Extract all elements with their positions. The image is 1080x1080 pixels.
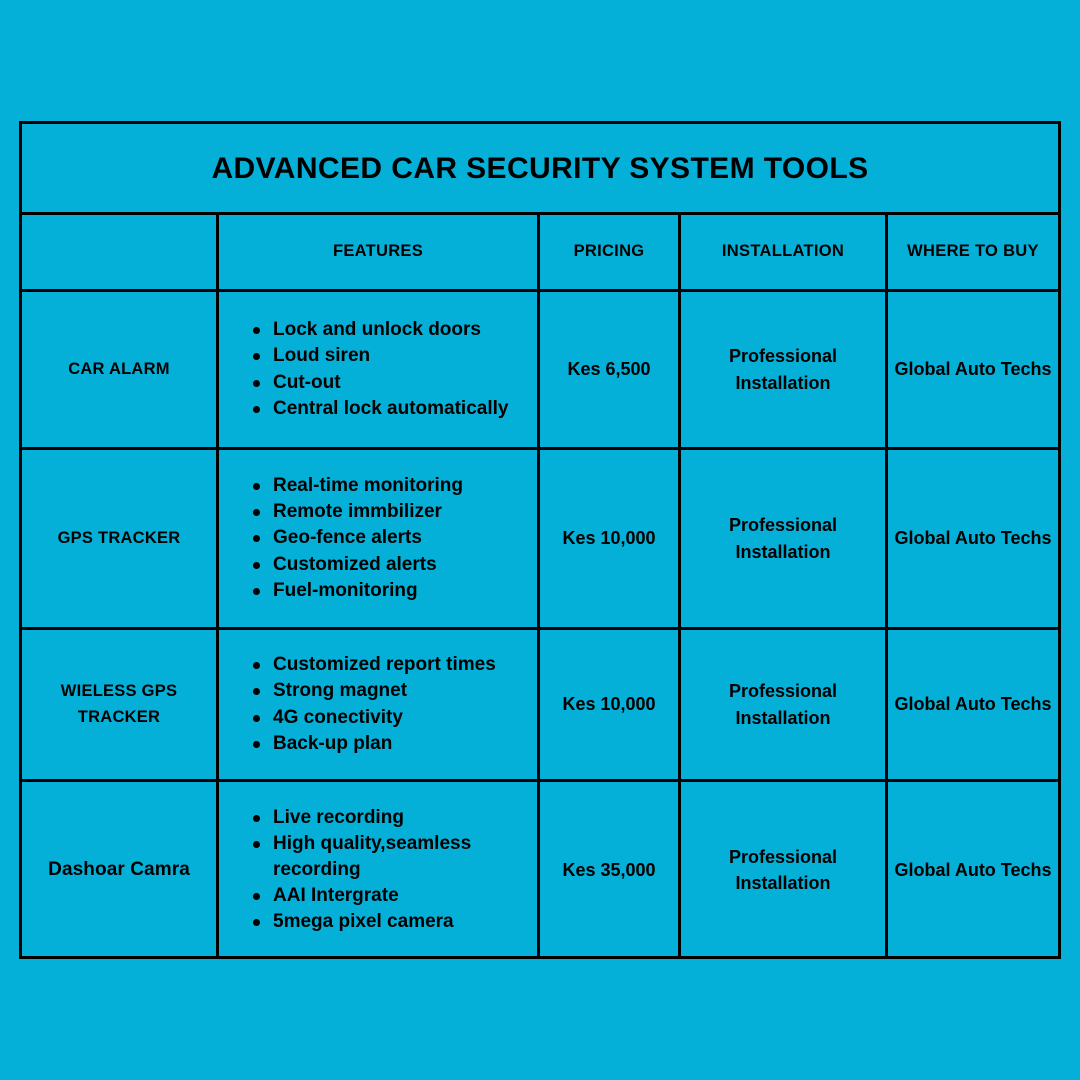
row-product-name: Dashoar Camra xyxy=(48,859,190,881)
row-product-name-cell: CAR ALARM xyxy=(22,292,219,447)
table-row: WIELESS GPS TRACKER Customized report ti… xyxy=(22,630,1058,782)
list-item: Cut-out xyxy=(251,370,523,396)
row-installation: Professional Installation xyxy=(728,681,838,728)
row-features-cell: Lock and unlock doors Loud siren Cut-out… xyxy=(219,292,540,447)
feature-list: Real-time monitoring Remote immbilizer G… xyxy=(219,473,531,603)
row-features-cell: Real-time monitoring Remote immbilizer G… xyxy=(219,450,540,627)
row-where-to-buy-cell: Global Auto Techs xyxy=(888,292,1058,447)
row-pricing-cell: Kes 10,000 xyxy=(540,450,681,627)
row-where-to-buy-cell: Global Auto Techs xyxy=(888,450,1058,627)
list-item: High quality,seamless recording xyxy=(251,831,523,883)
column-header-features: FEATURES xyxy=(219,215,540,289)
table-row: CAR ALARM Lock and unlock doors Loud sir… xyxy=(22,292,1058,450)
row-pricing: Kes 35,000 xyxy=(562,859,656,880)
column-header-pricing: PRICING xyxy=(540,215,681,289)
list-item: Lock and unlock doors xyxy=(251,317,523,343)
table-row: Dashoar Camra Live recording High qualit… xyxy=(22,782,1058,958)
list-item: AAI Intergrate xyxy=(251,883,523,909)
row-where-to-buy: Global Auto Techs xyxy=(894,859,1052,880)
list-item: Real-time monitoring xyxy=(251,473,523,499)
row-product-name-cell: Dashoar Camra xyxy=(22,782,219,958)
feature-list: Lock and unlock doors Loud siren Cut-out… xyxy=(219,317,531,421)
list-item: Loud siren xyxy=(251,343,523,369)
row-features-cell: Live recording High quality,seamless rec… xyxy=(219,782,540,958)
row-installation: Professional Installation xyxy=(728,346,838,393)
table-title-band: ADVANCED CAR SECURITY SYSTEM TOOLS xyxy=(22,124,1058,215)
row-features-cell: Customized report times Strong magnet 4G… xyxy=(219,630,540,779)
row-where-to-buy: Global Auto Techs xyxy=(894,528,1052,549)
list-item: Customized report times xyxy=(251,652,523,678)
list-item: Back-up plan xyxy=(251,731,523,757)
table-row: GPS TRACKER Real-time monitoring Remote … xyxy=(22,450,1058,630)
column-header-where-to-buy-label: WHERE TO BUY xyxy=(907,242,1039,261)
list-item: Fuel-monitoring xyxy=(251,578,523,604)
row-installation: Professional Installation xyxy=(728,515,838,562)
list-item: 4G conectivity xyxy=(251,705,523,731)
row-product-name: WIELESS GPS TRACKER xyxy=(60,681,178,726)
row-installation: Professional Installation xyxy=(728,846,838,893)
row-product-name: CAR ALARM xyxy=(68,359,170,378)
row-product-name-cell: GPS TRACKER xyxy=(22,450,219,627)
list-item: 5mega pixel camera xyxy=(251,909,523,935)
row-where-to-buy-cell: Global Auto Techs xyxy=(888,630,1058,779)
row-installation-cell: Professional Installation xyxy=(681,630,888,779)
list-item: Geo-fence alerts xyxy=(251,525,523,551)
row-pricing: Kes 10,000 xyxy=(562,694,656,715)
row-product-name-cell: WIELESS GPS TRACKER xyxy=(22,630,219,779)
list-item: Customized alerts xyxy=(251,552,523,578)
comparison-table: ADVANCED CAR SECURITY SYSTEM TOOLS FEATU… xyxy=(19,121,1061,959)
feature-list: Customized report times Strong magnet 4G… xyxy=(219,652,531,756)
row-installation-cell: Professional Installation xyxy=(681,450,888,627)
page-title: ADVANCED CAR SECURITY SYSTEM TOOLS xyxy=(211,151,869,185)
row-installation-cell: Professional Installation xyxy=(681,782,888,958)
column-header-blank xyxy=(22,215,219,289)
row-pricing-cell: Kes 35,000 xyxy=(540,782,681,958)
row-where-to-buy: Global Auto Techs xyxy=(894,359,1052,380)
row-pricing-cell: Kes 10,000 xyxy=(540,630,681,779)
list-item: Strong magnet xyxy=(251,678,523,704)
row-pricing-cell: Kes 6,500 xyxy=(540,292,681,447)
table-header-row: FEATURES PRICING INSTALLATION WHERE TO B… xyxy=(22,215,1058,292)
column-header-pricing-label: PRICING xyxy=(573,242,645,261)
list-item: Live recording xyxy=(251,805,523,831)
feature-list: Live recording High quality,seamless rec… xyxy=(219,805,531,935)
row-where-to-buy: Global Auto Techs xyxy=(894,694,1052,715)
row-where-to-buy-cell: Global Auto Techs xyxy=(888,782,1058,958)
column-header-features-label: FEATURES xyxy=(332,242,424,261)
column-header-installation: INSTALLATION xyxy=(681,215,888,289)
list-item: Remote immbilizer xyxy=(251,499,523,525)
row-pricing: Kes 6,500 xyxy=(567,359,651,380)
column-header-installation-label: INSTALLATION xyxy=(721,242,845,261)
list-item: Central lock automatically xyxy=(251,396,523,422)
row-product-name: GPS TRACKER xyxy=(57,528,181,547)
row-pricing: Kes 10,000 xyxy=(562,528,656,549)
row-installation-cell: Professional Installation xyxy=(681,292,888,447)
column-header-where-to-buy: WHERE TO BUY xyxy=(888,215,1058,289)
